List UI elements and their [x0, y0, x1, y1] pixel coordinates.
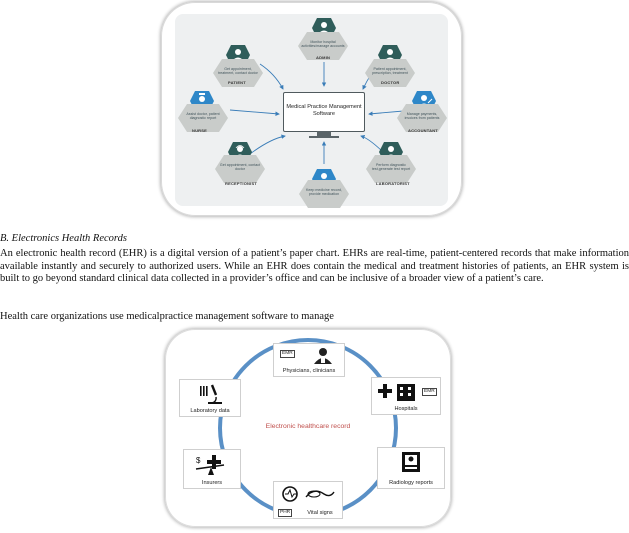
- pharmacist-node: Keep medicine record, provide medication: [298, 179, 350, 209]
- doctor-node: Patient appointment, prescription, treat…: [364, 58, 416, 88]
- laboratorist-label: LABORATORIST: [376, 181, 410, 186]
- receptionist-label: RECEPTIONIST: [225, 181, 257, 186]
- accountant-node: Manage payments, invoices from patients: [396, 103, 448, 133]
- figure-ehr: Electronic healthcare record EMR Physici…: [165, 329, 451, 527]
- radiology-icon: [402, 452, 420, 472]
- center-monitor: Medical Practice Management Software: [283, 92, 365, 138]
- emr-tag: EMR: [422, 388, 437, 396]
- admin-text: Monitor hospital activities/manage accou…: [301, 40, 345, 49]
- radiology-label: Radiology reports: [389, 480, 433, 486]
- section-paragraph: An electronic health record (EHR) is a d…: [0, 248, 629, 284]
- section-paragraph-2: Health care organizations use medicalpra…: [0, 311, 334, 322]
- insurers-label: Insurers: [201, 480, 223, 486]
- vital-signs-icon: [282, 486, 335, 502]
- admin-label: ADMIN: [316, 55, 331, 60]
- monitor-screen: Medical Practice Management Software: [283, 92, 365, 132]
- accountant-label: ACCOUNTANT: [408, 128, 438, 133]
- nurse-node: Assist doctor, patient diagnostic report: [177, 103, 229, 133]
- patient-label: PATIENT: [228, 80, 246, 85]
- card-insurers: $ Insurers: [183, 449, 241, 489]
- arrow-receptionist: [249, 134, 286, 155]
- laboratorist-node: Perform diagnostic test,generate test re…: [365, 154, 417, 184]
- patient-text: Get appointment, treatment, contact doct…: [218, 67, 258, 76]
- monitor-stand: [317, 131, 331, 136]
- phr-tag: PHR: [278, 509, 293, 517]
- accountant-text: Manage payments, invoices from patients: [404, 112, 440, 121]
- card-physicians: EMR Physicians, clinicians: [273, 343, 345, 377]
- ehr-center-label: Electronic healthcare record: [265, 423, 351, 430]
- hospitals-label: Hospitals: [394, 406, 418, 412]
- nurse-text: Assist doctor, patient diagnostic report: [186, 112, 220, 121]
- insurance-scale-icon: $: [195, 455, 225, 475]
- emr-tag: EMR: [280, 350, 295, 358]
- vital-signs-label: Vital signs: [307, 510, 333, 516]
- section-heading: B. Electronics Health Records: [0, 233, 127, 244]
- card-hospitals: EMR Hospitals: [371, 377, 441, 415]
- figure-mpms: Medical Practice Management Software Mon…: [161, 2, 462, 216]
- figure-mpms-panel: Medical Practice Management Software Mon…: [175, 14, 448, 209]
- monitor-base: [309, 136, 339, 138]
- physician-icon: [314, 348, 332, 364]
- laboratory-label: Laboratory data: [190, 408, 230, 414]
- doctor-label: DOCTOR: [381, 80, 400, 85]
- arrow-patient: [259, 63, 284, 90]
- laboratorist-text: Perform diagnostic test,generate test re…: [371, 163, 411, 172]
- card-radiology: Radiology reports: [377, 447, 445, 489]
- doctor-text: Patient appointment, prescription, treat…: [372, 67, 408, 76]
- microscope-icon: [200, 384, 222, 404]
- card-vital-signs: PHR Vital signs: [273, 481, 343, 519]
- card-laboratory: Laboratory data: [179, 379, 241, 417]
- patient-node: Get appointment, treatment, contact doct…: [212, 58, 264, 88]
- center-title: Medical Practice Management Software: [286, 104, 362, 117]
- svg-text:$: $: [196, 456, 201, 465]
- physicians-label: Physicians, clinicians: [282, 368, 336, 374]
- receptionist-node: Get appointment, contact doctor: [214, 154, 266, 184]
- pharmacist-text: Keep medicine record, provide medication: [306, 188, 342, 197]
- receptionist-text: Get appointment, contact doctor: [219, 163, 261, 172]
- admin-node: Monitor hospital activities/manage accou…: [297, 31, 349, 61]
- nurse-label: NURSE: [192, 128, 208, 133]
- hospital-icon: [378, 384, 415, 401]
- arrow-nurse: [229, 109, 280, 116]
